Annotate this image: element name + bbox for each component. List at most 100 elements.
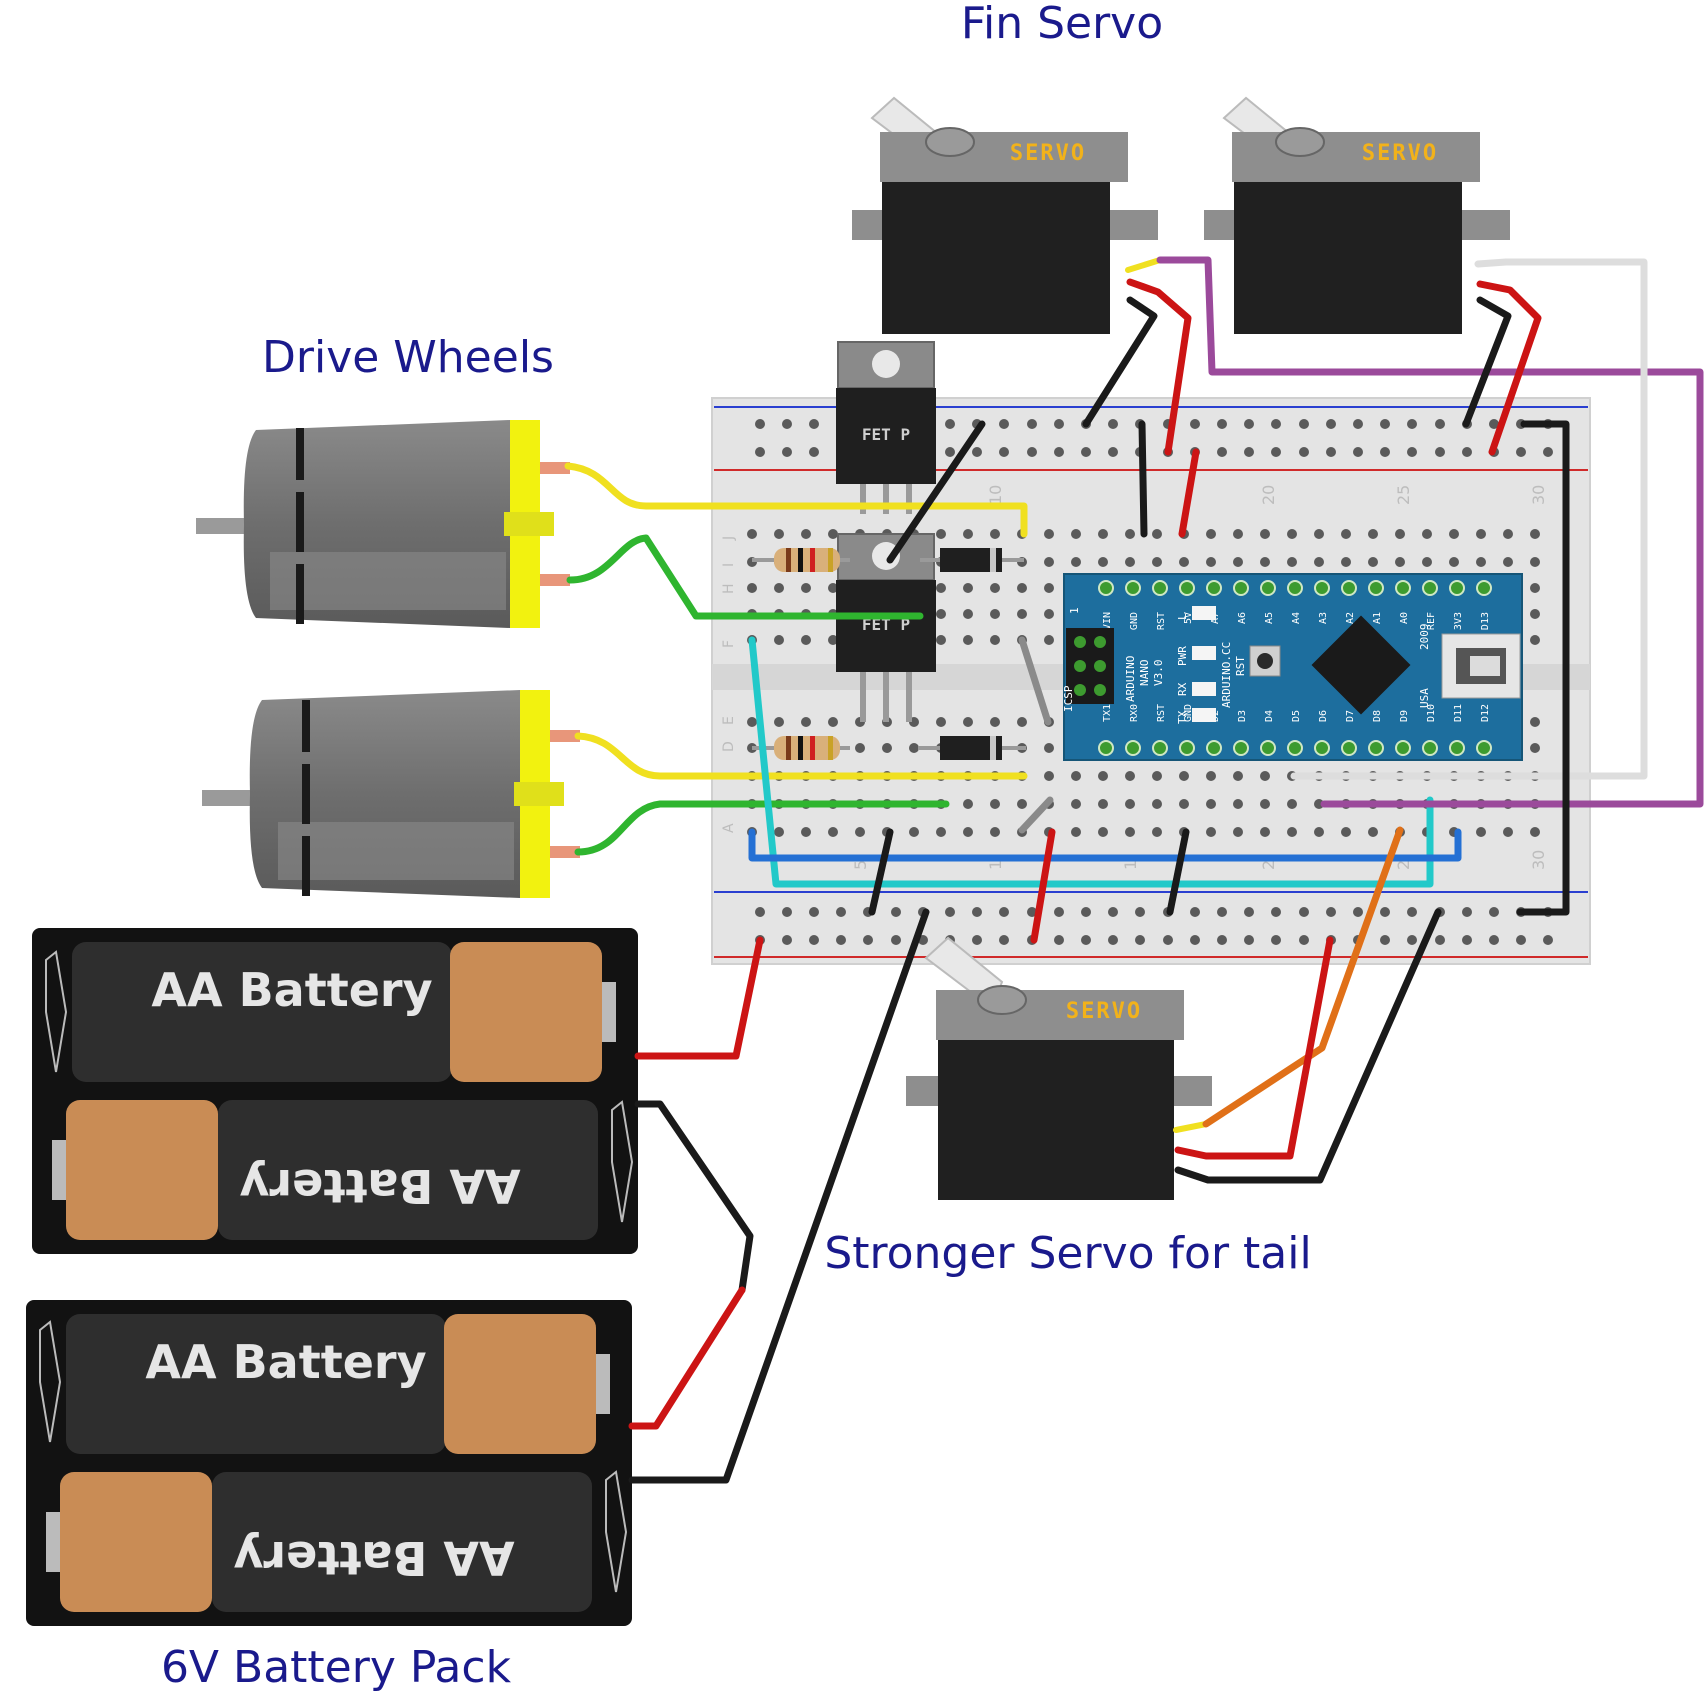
breadboard-hole [1287,827,1297,837]
breadboard-hole [945,419,955,429]
nano-pin-bottom [1152,740,1168,756]
breadboard-hole [1407,935,1417,945]
wire-motor-lower-yellow [574,732,1028,780]
breadboard-hole [1395,557,1405,567]
breadboard-hole [1341,529,1351,539]
breadboard-hole [990,717,1000,727]
arduino-nano: D13D123V3D11REFD10A0D9A1D8A2D7A3D6A4D5A5… [1062,573,1523,761]
breadboard-hole [882,743,892,753]
breadboard-hole [999,419,1009,429]
breadboard-hole [963,635,973,645]
breadboard-hole [972,935,982,945]
wire-bottom-red-1 [1030,828,1056,944]
breadboard-hole [1081,935,1091,945]
aa-battery-3-label: AA Battery [145,1335,426,1389]
breadboard-hole [1054,447,1064,457]
nano-pin-bottom [1476,740,1492,756]
breadboard-hole [1353,907,1363,917]
fet-lower-label: FET P [862,615,910,634]
breadboard-hole [963,529,973,539]
breadboard-hole [1407,419,1417,429]
breadboard-hole [1017,717,1027,727]
breadboard-hole [1071,771,1081,781]
breadboard-hole [936,609,946,619]
breadboard-hole [1152,557,1162,567]
breadboard-hole [972,447,982,457]
breadboard-hole [1287,529,1297,539]
breadboard-hole [936,529,946,539]
breadboard-hole [863,935,873,945]
wire-tail-black [1174,908,1442,1184]
breadboard-hole [1098,771,1108,781]
breadboard-hole [1044,583,1054,593]
breadboard-hole [774,717,784,727]
tail-servo-label: Stronger Servo for tail [824,1228,1311,1279]
breadboard-hole [1233,827,1243,837]
breadboard-hole [1233,557,1243,567]
breadboard-hole [1217,907,1227,917]
breadboard-hole [945,907,955,917]
breadboard-hole [963,583,973,593]
resistor-upper [752,548,850,572]
nano-pin-top [1422,580,1438,596]
breadboard-hole [1152,529,1162,539]
breadboard-hole [990,529,1000,539]
breadboard-hole [1530,557,1540,567]
nano-pin-label: A6 [1237,612,1248,624]
fin-servo-left: SERVO [852,96,1158,334]
breadboard-hole [1380,907,1390,917]
wire-tail-red [1174,936,1334,1160]
breadboard-hole [1152,827,1162,837]
breadboard-hole [990,827,1000,837]
breadboard-hole [1489,935,1499,945]
breadboard-hole [1179,771,1189,781]
breadboard-hole [1543,935,1553,945]
breadboard-hole [1476,557,1486,567]
breadboard-hole [1449,529,1459,539]
breadboard-hole [828,717,838,727]
breadboard-hole [1098,827,1108,837]
breadboard-hole [1179,557,1189,567]
breadboard-hole [1503,827,1513,837]
nano-site-label: ARDUINO.CC [1220,642,1233,708]
reset-button[interactable] [1257,653,1273,669]
breadboard-hole [1244,447,1254,457]
wire-bottom-black-2 [1166,828,1190,916]
breadboard-hole [1407,907,1417,917]
breadboard-hole [1503,529,1513,539]
icsp-label: ICSP [1062,685,1075,712]
nano-pin-label: RST [1156,704,1167,722]
nano-pin-top [1395,580,1411,596]
nano-pin-label: 5V [1183,612,1194,624]
row-letter-e: E [721,716,737,725]
nano-pin-label: D10 [1426,704,1437,722]
wire-battery-black-to-rail [628,908,930,1484]
breadboard-hole [990,583,1000,593]
breadboard-hole [1017,583,1027,593]
breadboard-hole [1108,935,1118,945]
breadboard-hole [1271,419,1281,429]
led-tx-label: TX [1176,710,1189,724]
breadboard-hole [1054,419,1064,429]
nano-pin-label: TX1 [1102,704,1113,722]
led-l-label: L [1176,613,1189,620]
breadboard-hole [909,743,919,753]
breadboard-hole [855,827,865,837]
breadboard-hole [1407,447,1417,457]
breadboard-hole [1287,557,1297,567]
breadboard-hole [836,907,846,917]
breadboard-hole [972,907,982,917]
breadboard-hole [1435,419,1445,429]
breadboard-hole [1027,907,1037,917]
breadboard-hole [1098,799,1108,809]
drive-motor-lower [202,690,580,898]
breadboard-hole [1314,529,1324,539]
breadboard-hole [1260,827,1270,837]
breadboard-hole [1476,827,1486,837]
breadboard-hole [1287,799,1297,809]
breadboard-hole [747,717,757,727]
wire-battery-red-to-rail [634,936,764,1060]
breadboard-hole [1017,609,1027,619]
wire-fin-right-red [1476,280,1542,456]
